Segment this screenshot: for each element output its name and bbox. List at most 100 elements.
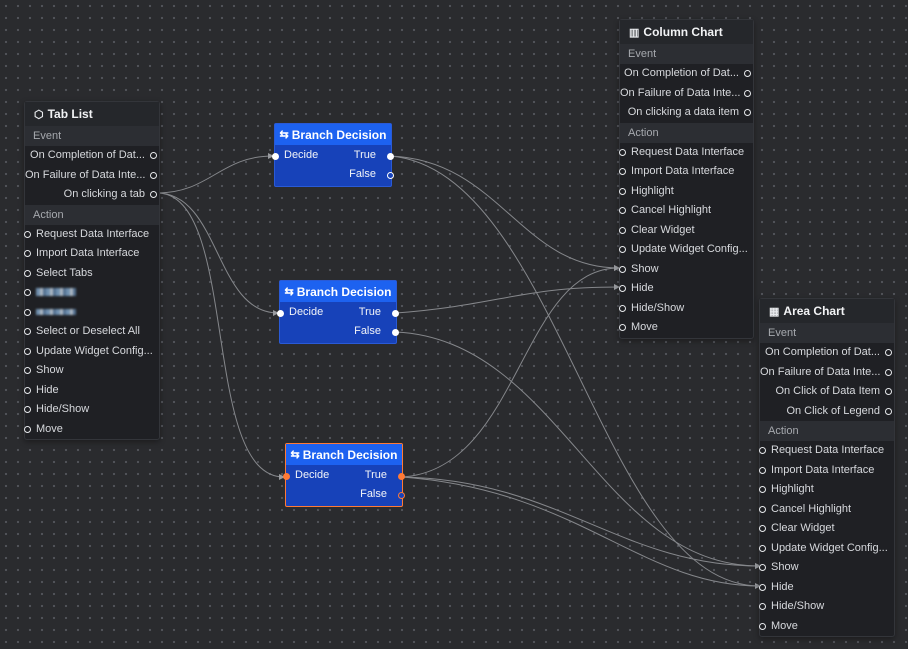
- event-port[interactable]: [885, 388, 892, 395]
- event-port[interactable]: [885, 368, 892, 376]
- column-chart-event-1[interactable]: On Failure of Data Inte...: [620, 84, 753, 104]
- action-port[interactable]: [619, 168, 626, 175]
- decide-port[interactable]: [277, 310, 284, 317]
- tab-list-event-0[interactable]: On Completion of Dat...: [25, 146, 159, 166]
- column-chart-action-6[interactable]: Show: [619, 260, 753, 280]
- event-port[interactable]: [744, 109, 751, 116]
- area-chart-action-8[interactable]: Hide/Show: [759, 597, 894, 617]
- branch-decision-node-2[interactable]: ⇆ Branch Decision Decide True False: [277, 280, 399, 344]
- action-port[interactable]: [759, 525, 766, 532]
- area-chart-action-4[interactable]: Clear Widget: [759, 519, 894, 539]
- action-port[interactable]: [24, 328, 31, 335]
- area-chart-node[interactable]: ▦ Area Chart Event On Completion of Dat.…: [759, 298, 895, 637]
- action-port[interactable]: [619, 285, 626, 292]
- action-port[interactable]: [619, 324, 626, 331]
- event-port[interactable]: [150, 171, 157, 179]
- tab-list-action-9[interactable]: Hide/Show: [24, 400, 159, 420]
- action-port[interactable]: [24, 425, 31, 433]
- action-port[interactable]: [24, 250, 31, 257]
- area-chart-action-2[interactable]: Highlight: [759, 480, 894, 500]
- true-port[interactable]: [398, 473, 405, 480]
- branch-header[interactable]: ⇆ Branch Decision: [280, 281, 396, 302]
- area-chart-event-2[interactable]: On Click of Data Item: [760, 382, 894, 402]
- true-port[interactable]: [387, 153, 394, 160]
- true-port[interactable]: [392, 310, 399, 317]
- area-chart-action-5[interactable]: Update Widget Config...: [759, 539, 894, 559]
- action-port[interactable]: [619, 304, 626, 312]
- column-chart-event-2[interactable]: On clicking a data item: [620, 103, 753, 123]
- action-port[interactable]: [24, 347, 31, 355]
- action-port[interactable]: [619, 265, 626, 273]
- action-port[interactable]: [619, 187, 626, 195]
- false-port[interactable]: [387, 172, 394, 179]
- area-chart-event-1[interactable]: On Failure of Data Inte...: [760, 363, 894, 383]
- event-port[interactable]: [744, 70, 751, 77]
- tab-list-action-10[interactable]: Move: [24, 420, 159, 440]
- tab-list-action-6[interactable]: Update Widget Config...: [24, 342, 159, 362]
- false-port[interactable]: [392, 329, 399, 336]
- area-chart-action-6[interactable]: Show: [759, 558, 894, 578]
- tab-list-action-5[interactable]: Select or Deselect All: [24, 322, 159, 342]
- tab-list-header[interactable]: ⬡ Tab List: [25, 102, 159, 126]
- action-port[interactable]: [759, 564, 766, 571]
- action-port[interactable]: [24, 289, 31, 296]
- column-chart-event-0[interactable]: On Completion of Dat...: [620, 64, 753, 84]
- tab-list-action-3[interactable]: [24, 283, 159, 303]
- area-chart-header[interactable]: ▦ Area Chart: [760, 299, 894, 323]
- action-port[interactable]: [619, 226, 626, 234]
- event-port[interactable]: [150, 152, 157, 159]
- area-chart-action-3[interactable]: Cancel Highlight: [759, 500, 894, 520]
- branch-header[interactable]: ⇆ Branch Decision: [275, 124, 391, 145]
- column-chart-action-4[interactable]: Clear Widget: [619, 221, 753, 241]
- tab-list-event-2[interactable]: On clicking a tab: [25, 185, 159, 205]
- tab-list-action-7[interactable]: Show: [24, 361, 159, 381]
- tab-list-action-2[interactable]: Select Tabs: [24, 264, 159, 284]
- action-port[interactable]: [759, 466, 766, 474]
- area-chart-action-7[interactable]: Hide: [759, 578, 894, 598]
- area-chart-action-9[interactable]: Move: [759, 617, 894, 637]
- action-port[interactable]: [619, 246, 626, 253]
- column-chart-action-0[interactable]: Request Data Interface: [619, 143, 753, 163]
- action-port[interactable]: [759, 622, 766, 630]
- action-port[interactable]: [24, 406, 31, 413]
- action-port[interactable]: [619, 148, 626, 156]
- column-chart-action-2[interactable]: Highlight: [619, 182, 753, 202]
- event-port[interactable]: [885, 349, 892, 356]
- action-port[interactable]: [24, 230, 31, 238]
- action-port[interactable]: [759, 603, 766, 610]
- action-port[interactable]: [759, 505, 766, 513]
- tab-list-node[interactable]: ⬡ Tab List Event On Completion of Dat...…: [24, 101, 160, 440]
- action-port[interactable]: [24, 367, 31, 374]
- action-port[interactable]: [759, 447, 766, 454]
- branch-header[interactable]: ⇆ Branch Decision: [286, 444, 402, 465]
- action-port[interactable]: [759, 486, 766, 493]
- tab-list-action-4[interactable]: [24, 303, 159, 323]
- action-port[interactable]: [24, 386, 31, 394]
- branch-decision-node-1[interactable]: ⇆ Branch Decision Decide True False: [272, 123, 394, 187]
- area-chart-event-0[interactable]: On Completion of Dat...: [760, 343, 894, 363]
- tab-list-event-1[interactable]: On Failure of Data Inte...: [25, 166, 159, 186]
- area-chart-action-0[interactable]: Request Data Interface: [759, 441, 894, 461]
- area-chart-action-1[interactable]: Import Data Interface: [759, 461, 894, 481]
- column-chart-header[interactable]: ▥ Column Chart: [620, 20, 753, 44]
- column-chart-action-3[interactable]: Cancel Highlight: [619, 201, 753, 221]
- event-port[interactable]: [885, 407, 892, 415]
- branch-decision-node-3[interactable]: ⇆ Branch Decision Decide True False: [283, 443, 405, 507]
- event-port[interactable]: [150, 191, 157, 198]
- tab-list-action-0[interactable]: Request Data Interface: [24, 225, 159, 245]
- column-chart-node[interactable]: ▥ Column Chart Event On Completion of Da…: [619, 19, 754, 339]
- area-chart-event-3[interactable]: On Click of Legend: [760, 402, 894, 422]
- tab-list-action-1[interactable]: Import Data Interface: [24, 244, 159, 264]
- false-port[interactable]: [398, 492, 405, 499]
- column-chart-action-1[interactable]: Import Data Interface: [619, 162, 753, 182]
- column-chart-action-9[interactable]: Move: [619, 318, 753, 338]
- column-chart-action-5[interactable]: Update Widget Config...: [619, 240, 753, 260]
- column-chart-action-7[interactable]: Hide: [619, 279, 753, 299]
- column-chart-action-8[interactable]: Hide/Show: [619, 299, 753, 319]
- decide-port[interactable]: [272, 153, 279, 160]
- event-port[interactable]: [744, 89, 751, 97]
- action-port[interactable]: [24, 308, 31, 316]
- action-port[interactable]: [24, 269, 31, 277]
- action-port[interactable]: [759, 583, 766, 591]
- tab-list-action-8[interactable]: Hide: [24, 381, 159, 401]
